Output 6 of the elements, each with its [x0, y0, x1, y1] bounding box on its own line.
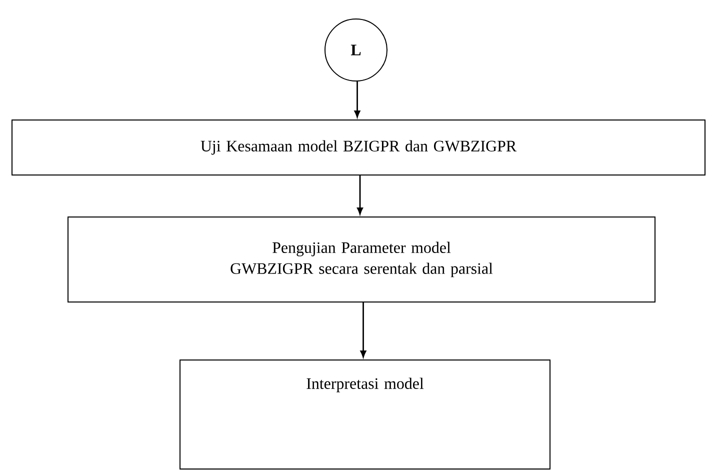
- process-box: Uji Kesamaan model BZIGPR dan GWBZIGPR: [12, 120, 706, 176]
- arrow: [360, 302, 366, 358]
- arrow: [354, 82, 360, 118]
- process-box: Interpretasi model: [180, 360, 550, 470]
- process-box: Pengujian Parameter model GWBZIGPR secara serentak dan parsial: [68, 216, 656, 302]
- arrow: [357, 176, 363, 214]
